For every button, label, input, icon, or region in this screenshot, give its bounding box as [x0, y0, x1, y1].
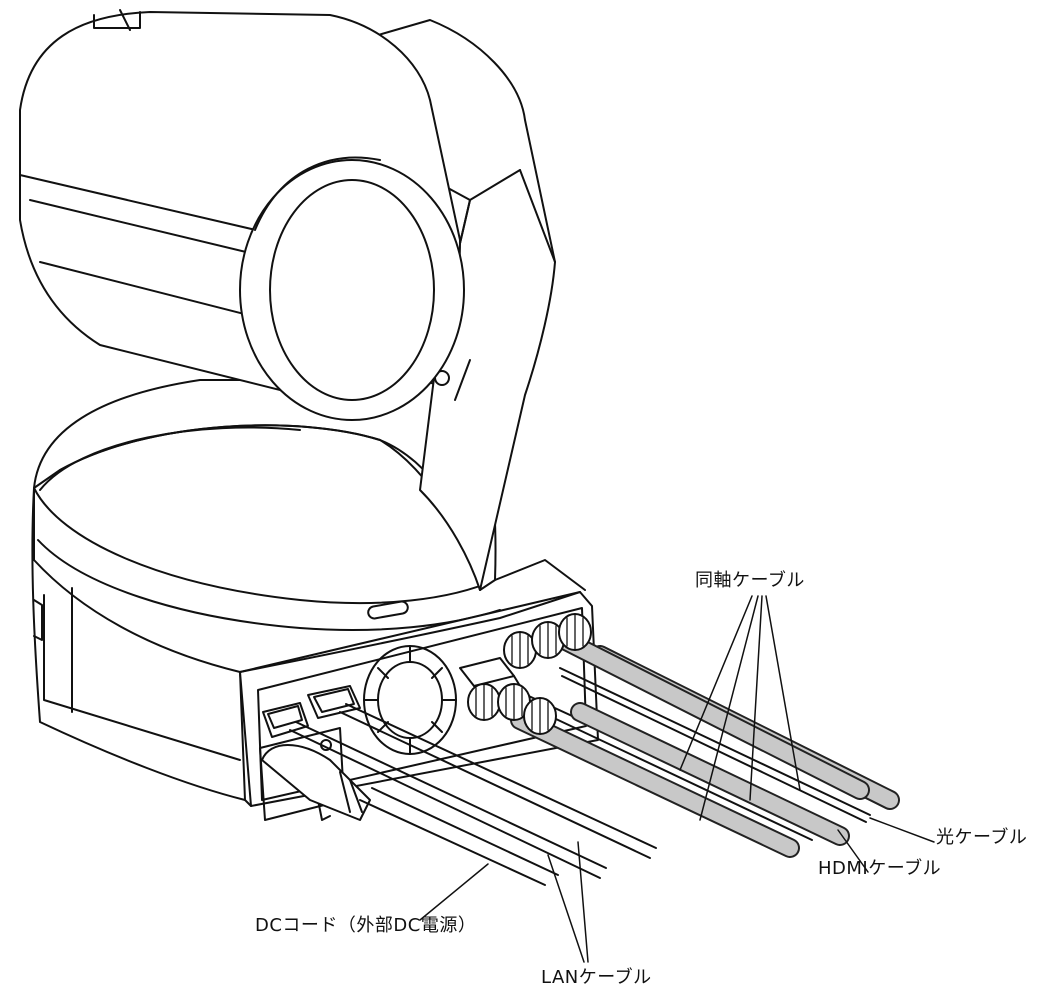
- label-optical-cable: 光ケーブル: [936, 827, 1028, 848]
- rear-connectors: [259, 645, 457, 821]
- label-dc-cord: DCコード（外部DC電源）: [255, 915, 477, 936]
- camera-head: [19, 9, 465, 421]
- label-hdmi-cable: HDMIケーブル: [818, 858, 942, 879]
- cables: [289, 613, 900, 886]
- label-lan-cable: LANケーブル: [541, 967, 652, 988]
- camera-yoke: [239, 19, 556, 591]
- label-coax-cable: 同軸ケーブル: [695, 570, 805, 591]
- leader-lines: [419, 595, 935, 963]
